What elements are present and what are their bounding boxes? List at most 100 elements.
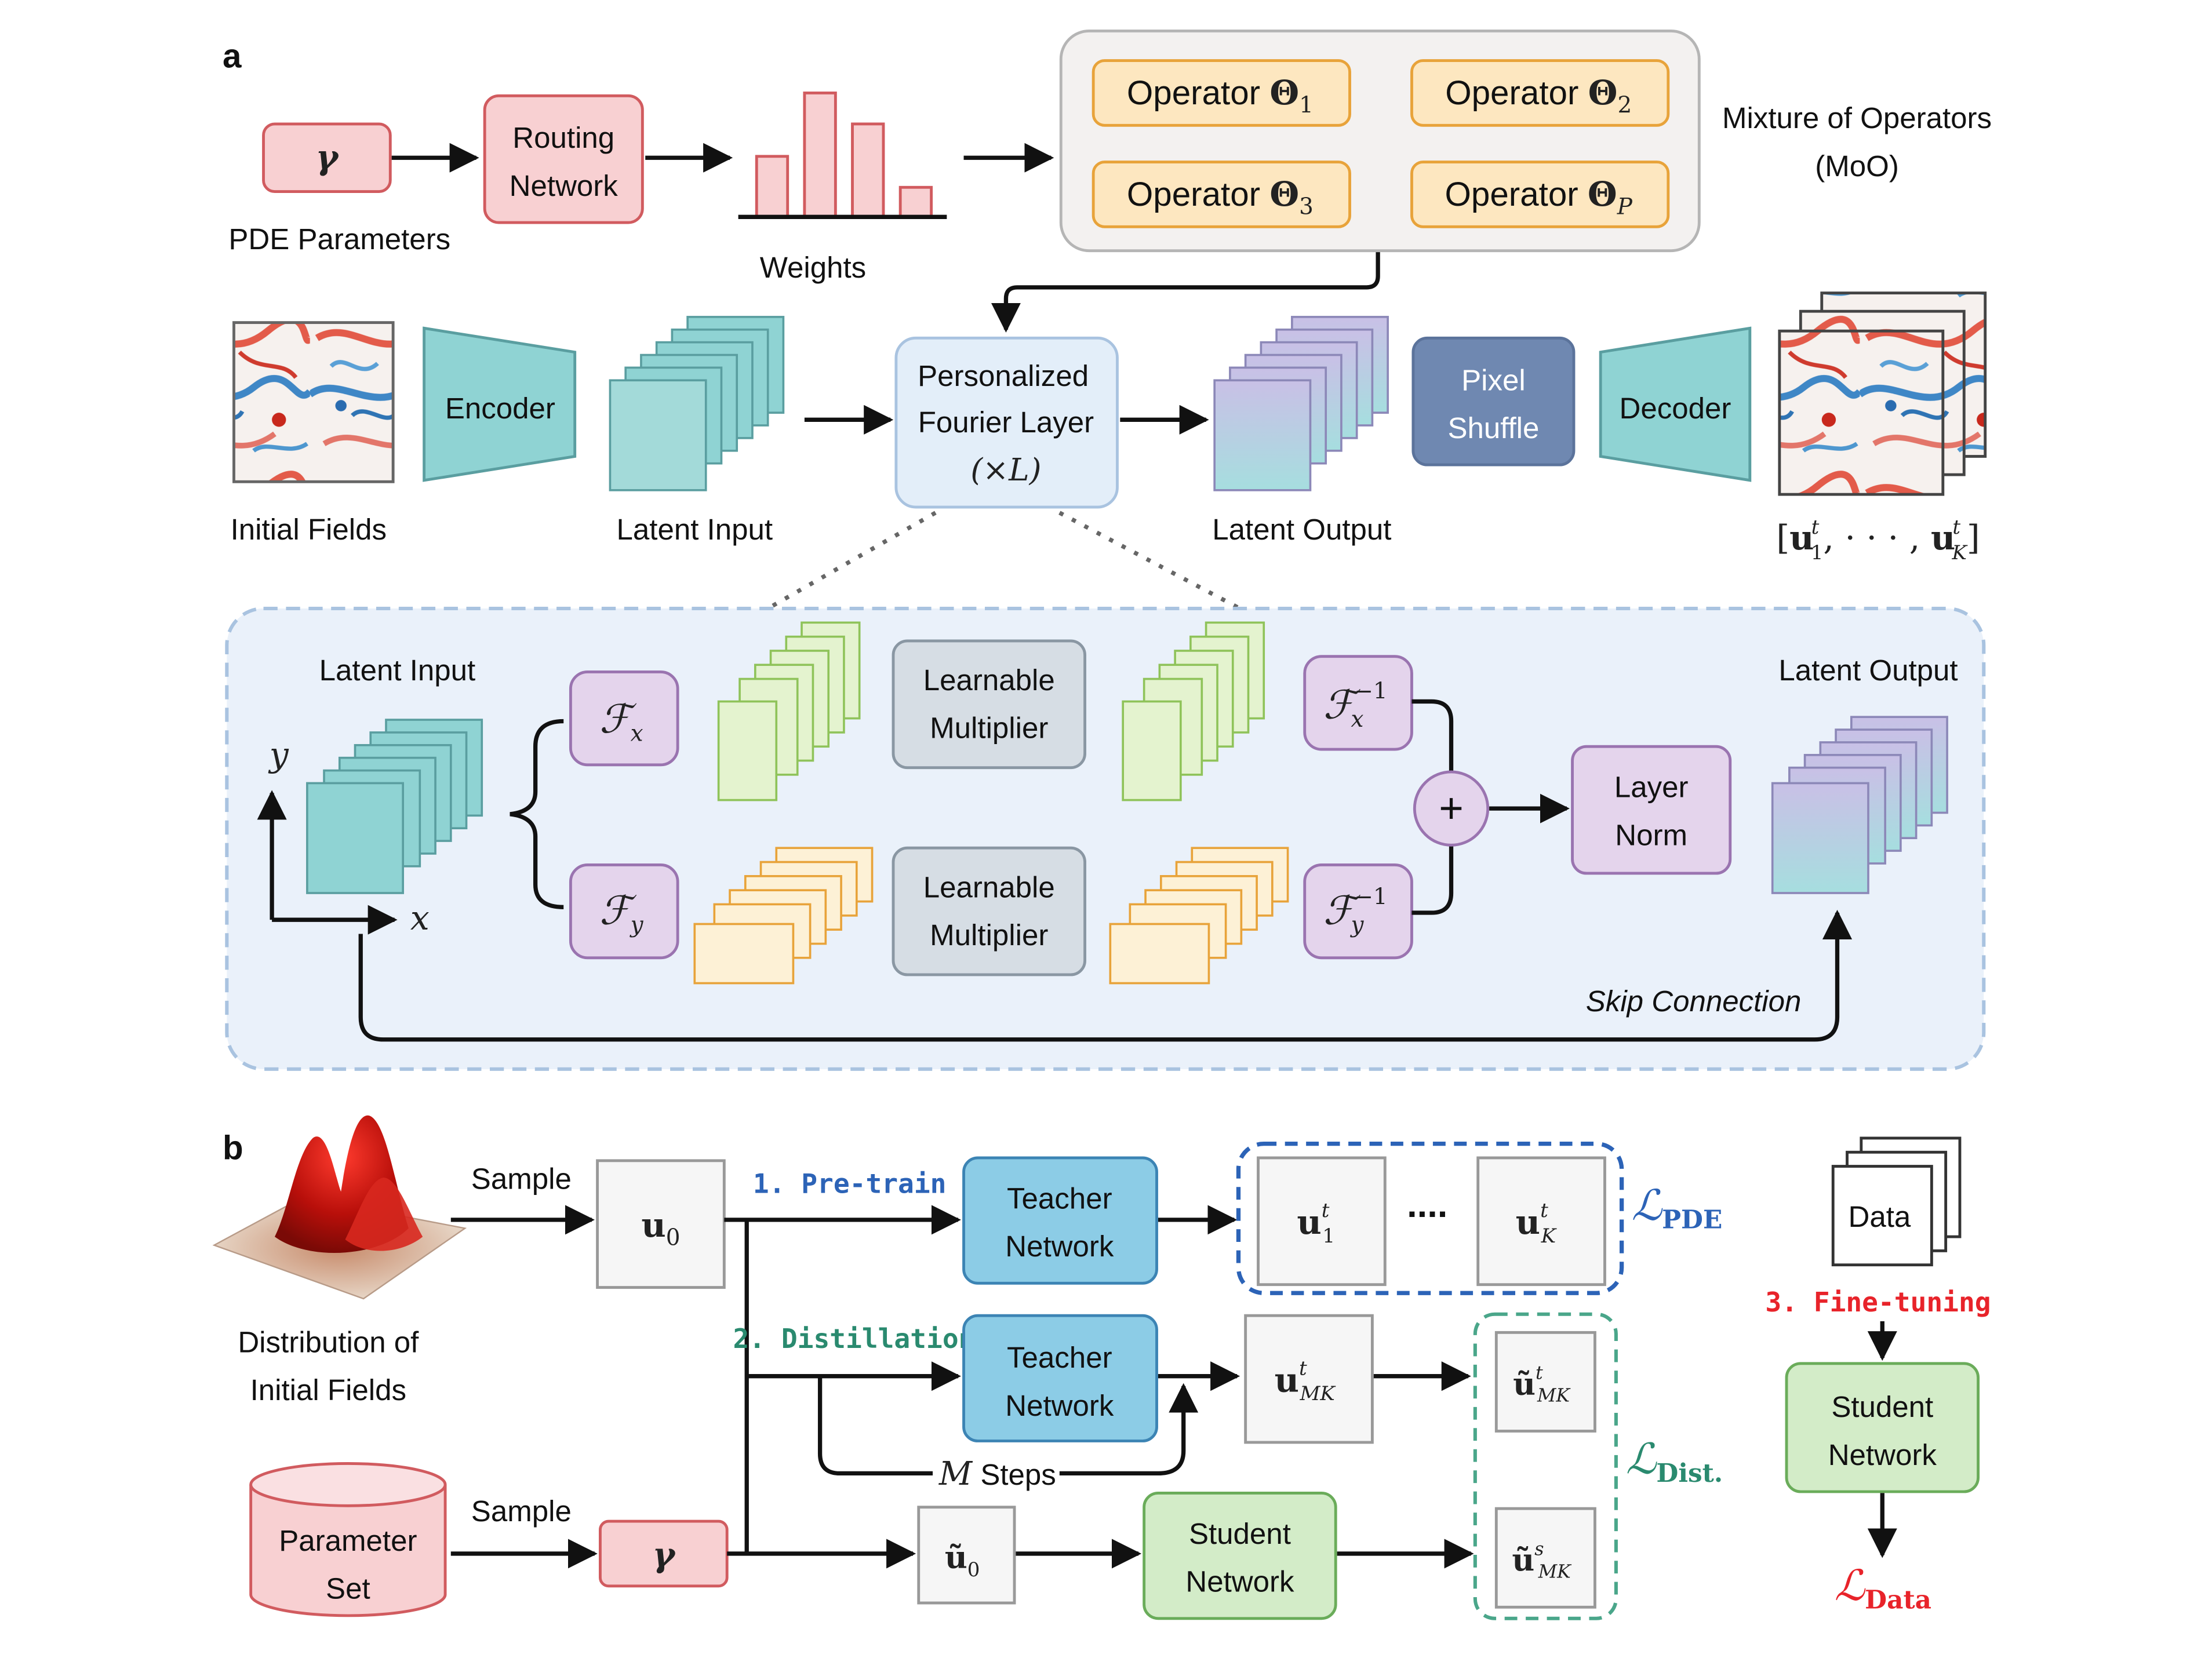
latent-input-label: Latent Input [617,513,773,546]
u0-tilde-sub: 0 [967,1558,980,1581]
u0-base: u [641,1205,665,1245]
loss-pde-sub: PDE [1662,1205,1722,1234]
loss-dist-sub: Dist. [1656,1459,1723,1488]
multiplier-x-line1: Learnable [923,664,1055,697]
gamma-box [262,122,392,193]
distribution-surface [212,1115,467,1300]
layer-norm-line2: Norm [1615,818,1687,851]
skip-connection-arrow [358,909,1853,1042]
pde-loss-group [1236,1142,1624,1295]
output-seq-uk-sup: t [1952,516,1960,539]
pfl-line3: (×L) [970,451,1041,488]
operator-1-sym: Θ [1269,72,1299,112]
multiplier-y-line2: Multiplier [930,919,1048,952]
layer-norm-line1: Layer [1614,771,1689,804]
routing-network-line2: Network [510,169,619,202]
zoom-line-right [1058,511,1241,611]
student2-line2: Network [1828,1438,1937,1471]
axis-x-label: x [410,898,430,938]
distribution-peak-small [345,1177,423,1251]
latent-layer [1213,379,1312,491]
weight-bar [755,155,790,218]
cylinder-top [249,1462,447,1507]
u1t-sub: 1 [1322,1225,1335,1248]
sample-label-1: Sample [471,1162,572,1195]
latent-layer [609,379,707,491]
operator-2-box [1410,59,1670,127]
multiplier-x-line2: Multiplier [930,712,1048,745]
decoder-shape [1599,326,1752,482]
operator-3: Operator Θ3 [1092,161,1351,228]
m-steps-m: M [938,1455,973,1493]
operator-p-text: Operator [1445,176,1588,213]
step2-label: 2. Distillation [733,1323,974,1354]
u0-tilde-label: ũ0 [945,1539,980,1581]
sum-symbol: + [1439,785,1464,832]
panel-a-label: a [223,38,242,75]
loss-pde: ℒPDE [1632,1181,1723,1235]
inverse-fourier-y-box [1303,863,1413,960]
weights-histogram [738,91,947,219]
u0-tilde-box [917,1506,1016,1605]
arrow-moo-pfl [991,252,1380,333]
loss-data-sub: Data [1865,1586,1931,1615]
loop-right [1059,1383,1199,1476]
ify-sub: y [1349,912,1364,938]
operator-p: Operator ΘP [1410,161,1670,228]
y-spectrum-stack [693,847,874,985]
fourier-x-box [569,670,679,767]
operator-1: Operator Θ1 [1092,59,1351,127]
distribution-line2: Initial Fields [250,1373,406,1406]
encoder-shape [423,326,577,482]
output-seq-ellipsis: , · · · , [1823,518,1930,557]
dist-loss-group [1473,1312,1618,1620]
teacher-network-1 [962,1156,1158,1285]
loop-left [817,1376,933,1476]
output-seq-u1-sub: 1 [1811,541,1824,564]
detail-latent-input-label: Latent Input [319,654,476,687]
zoom-line-left [766,511,937,611]
loss-data-sym: ℒ [1835,1561,1866,1610]
output-seq-uk-sub: K [1951,541,1968,564]
m-steps-text: Steps [972,1458,1056,1491]
operator-3-box [1092,161,1351,228]
output-seq-close: ] [1967,518,1980,557]
spectrum-layer [717,700,778,801]
detail-latent-output-label: Latent Output [1778,654,1958,687]
output-seq-u1: u [1789,518,1814,557]
umks-tilde-sup: s [1534,1539,1544,1559]
layer-norm-box [1571,745,1732,875]
pixel-shuffle-line2: Shuffle [1447,411,1539,444]
umks-tilde-base: ũ [1512,1542,1534,1578]
data-sheet [1831,1165,1933,1267]
pixel-shuffle-box [1411,336,1576,467]
u0-tilde-base: ũ [945,1539,967,1575]
u0-box [596,1159,726,1289]
ifx-sup: −1 [1354,679,1387,705]
gamma-label: γ [316,137,340,177]
svg-text:Operator Θ2: Operator Θ2 [1445,72,1632,119]
panel-b: b Distribution of Initial Fields Sample … [212,1115,1991,1620]
y-spectrum-out-stack [1109,847,1289,985]
pde-parameters-label: PDE Parameters [228,223,450,256]
student1-line1: Student [1189,1517,1291,1550]
umkt-tilde-sup: t [1536,1363,1543,1384]
weight-bar [851,122,885,218]
uKt-sub: K [1541,1225,1558,1248]
skip-connection-label: Skip Connection [1586,985,1802,1018]
data-stack [1831,1136,1962,1267]
loss-dist: ℒDist. [1626,1434,1723,1488]
panel-a: a γ PDE Parameters Routing Network Weigh… [223,30,1992,1071]
gamma-label-b: γ [653,1535,676,1575]
uKt-box [1476,1156,1606,1287]
output-seq-uk: u [1931,518,1955,557]
axis-y-label: y [268,735,289,774]
output-seq-open: [ [1776,518,1789,557]
loss-pde-sym: ℒ [1632,1181,1663,1230]
